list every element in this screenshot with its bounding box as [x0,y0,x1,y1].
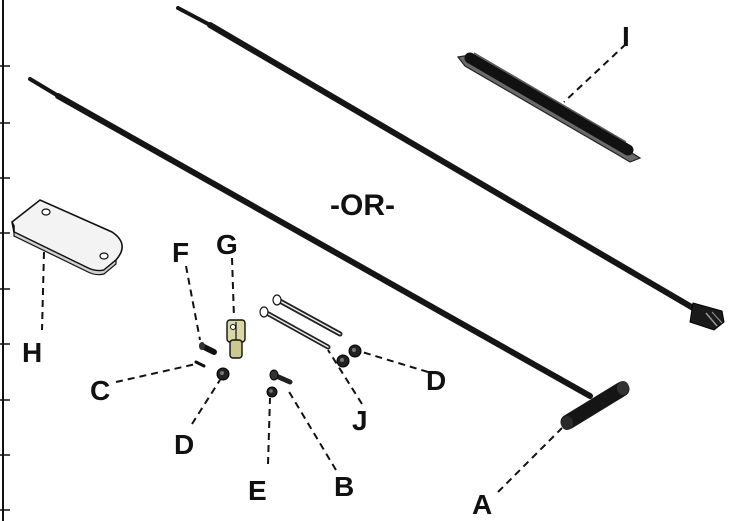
clevis-rod [176,6,725,331]
label-a: A [472,489,492,520]
label-f: F [172,237,189,268]
flat-plate [11,199,123,276]
label-b: B [334,471,354,502]
label-j: J [352,405,368,436]
clevis-pin [199,342,217,355]
leader-lines [41,43,627,493]
label-h: H [22,337,42,368]
label-d-right: D [426,365,446,396]
nut-e [266,386,278,398]
clevis [226,319,246,359]
long-bolts [259,294,343,350]
bolt-short [269,369,293,385]
label-e: E [248,475,267,506]
nuts-right [336,344,362,368]
or-separator: -OR- [330,189,395,222]
bracket-strip [456,52,642,163]
t-handle-rod [28,77,630,430]
left-border [0,0,10,521]
label-i: I [622,21,630,52]
nut-left [216,367,230,381]
cotter-pin [194,360,206,368]
label-d-left: D [174,429,194,460]
label-c: C [90,375,110,406]
label-g: G [216,229,238,260]
